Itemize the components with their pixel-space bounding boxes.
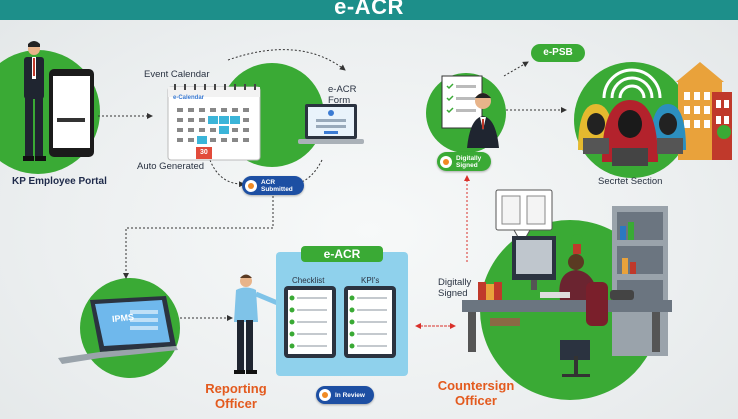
psb-digitally-signed-badge: Digitally Signed (437, 152, 491, 171)
employee-illustration (23, 41, 46, 161)
flow-connectors (98, 49, 567, 321)
countersign-connectors (415, 175, 470, 329)
status-dot-icon (245, 179, 257, 192)
review-panel (276, 246, 408, 376)
psb-officer-illustration (441, 75, 499, 148)
countersign-officer-label: Countersign Officer (437, 378, 515, 408)
event-calendar-label: Event Calendar (144, 69, 210, 80)
acr-form-label: e-ACR Form (328, 84, 357, 106)
connector-calendar-submitted (209, 159, 245, 188)
kpi-label: KPI's (361, 276, 380, 285)
checklist-label: Checklist (292, 276, 325, 285)
epsb-pill: e-PSB (531, 44, 585, 62)
countersign-officer-illustration (462, 189, 672, 377)
calendar-date-badge: 30 (200, 149, 208, 156)
header-bar (0, 0, 738, 20)
acr-form-laptop-icon (298, 104, 364, 144)
secret-section-label: Secrtet Section (598, 176, 663, 187)
reporting-officer-illustration (234, 274, 284, 374)
review-panel-title: e-ACR (323, 247, 361, 261)
status-dot-icon (440, 155, 452, 168)
in-review-badge: In Review (316, 386, 374, 404)
calendar-icon (167, 84, 261, 161)
hooded-figures-icon (578, 100, 686, 166)
phone-icon (49, 69, 94, 157)
signal-icon (602, 68, 662, 99)
connector-psb-epsb (503, 61, 529, 77)
ipms-laptop-icon (58, 296, 178, 364)
portal-label: KP Employee Portal (12, 176, 107, 187)
calendar-title: e-Calendar (173, 95, 205, 101)
auto-generated-label: Auto Generated (137, 161, 205, 172)
connector-calendar-form (227, 49, 346, 71)
connector-submitted-ipms (123, 196, 274, 279)
page-title: e-ACR (334, 0, 404, 19)
countersign-signed-label: Digitally Signed (438, 277, 472, 299)
reporting-officer-label: Reporting Officer (205, 381, 267, 411)
status-dot-icon (319, 389, 331, 401)
acr-submitted-badge: ACR Submitted (242, 176, 304, 195)
